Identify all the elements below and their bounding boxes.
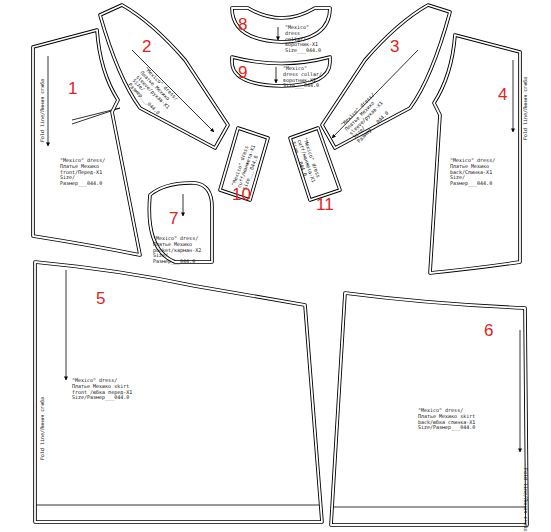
- callout-number: 5: [96, 290, 105, 307]
- pattern-piece: "Mexico" dress/ Платье Мехико sleeve/рук…: [318, 2, 454, 152]
- piece-label: "Mexico" dress collar/воротник-X1 Size__…: [285, 25, 319, 54]
- piece-label: "Mexico" dress/ Платье Мехико skirt fron…: [72, 378, 136, 401]
- callout-number: 10: [232, 186, 251, 203]
- piece-label: "Mexico" dress cuff/манжета-X1 Size___04…: [291, 137, 323, 188]
- piece-label: "Mexico" dress/ Платье Мехико back/Спинк…: [450, 158, 500, 187]
- piece-label: "Mexico" dress/ Платье Мехико sleeve/рук…: [127, 66, 184, 123]
- callout-number: 3: [390, 38, 399, 55]
- callout-number: 7: [169, 210, 178, 227]
- piece-outline: [30, 26, 144, 258]
- piece-label: "Mexico" dress/ Платье Мехико front/Пере…: [60, 158, 108, 187]
- piece-label: "Mexico" dress collar/воротник-X1 Size__…: [283, 66, 323, 89]
- callout-number: 4: [498, 86, 507, 103]
- piece-outline: [96, 2, 232, 152]
- piece-label: "Mexico" dress/ Платье Мехико pocket/кар…: [153, 236, 209, 265]
- piece-outline: [318, 2, 454, 152]
- callout-number: 2: [142, 38, 151, 55]
- callout-number: 9: [238, 64, 247, 81]
- pattern-piece: Fold line/Линия сгиба"Mexico" dress/ Пла…: [428, 32, 524, 276]
- fold-line-label: Fold line/Линия сгиба: [40, 79, 46, 142]
- callout-number: 8: [238, 16, 247, 33]
- callout-number: 6: [484, 322, 493, 339]
- callout-number: 1: [68, 80, 77, 97]
- piece-label: "Mexico" dress/ Платье Мехико skirt back…: [418, 408, 480, 431]
- pattern-piece: "Mexico" dress cuff/манжета-X1 Size___04…: [287, 125, 343, 203]
- fold-line-label: Fold line/Линия сгиба: [522, 468, 528, 531]
- fold-line-label: Fold line/Линия сгиба: [523, 77, 529, 140]
- piece-outline: [428, 32, 524, 276]
- piece-label: "Mexico" dress/ Платье Мехико sleeve/рук…: [340, 87, 397, 144]
- fold-line-label: Fold line/Линия сгиба: [40, 397, 46, 460]
- callout-number: 11: [316, 196, 334, 213]
- piece-label: "Mexico" dress cuff/манжета-X1 Size___04…: [231, 140, 263, 191]
- pattern-piece: Fold line/Линия сгиба "Mexico" dress/ Пла…: [328, 290, 530, 528]
- pattern-piece: Fold line/Линия сгиба "Mexico" dress/ Пла…: [30, 26, 144, 258]
- pattern-piece: "Mexico" dress/ Платье Мехико sleeve/рук…: [96, 2, 232, 152]
- pattern-piece: Fold line/Линия сгиба "Mexico" dress/ Пла…: [32, 259, 328, 525]
- pattern-piece: "Mexico" dress/ Платье Мехико pocket/кар…: [144, 180, 216, 266]
